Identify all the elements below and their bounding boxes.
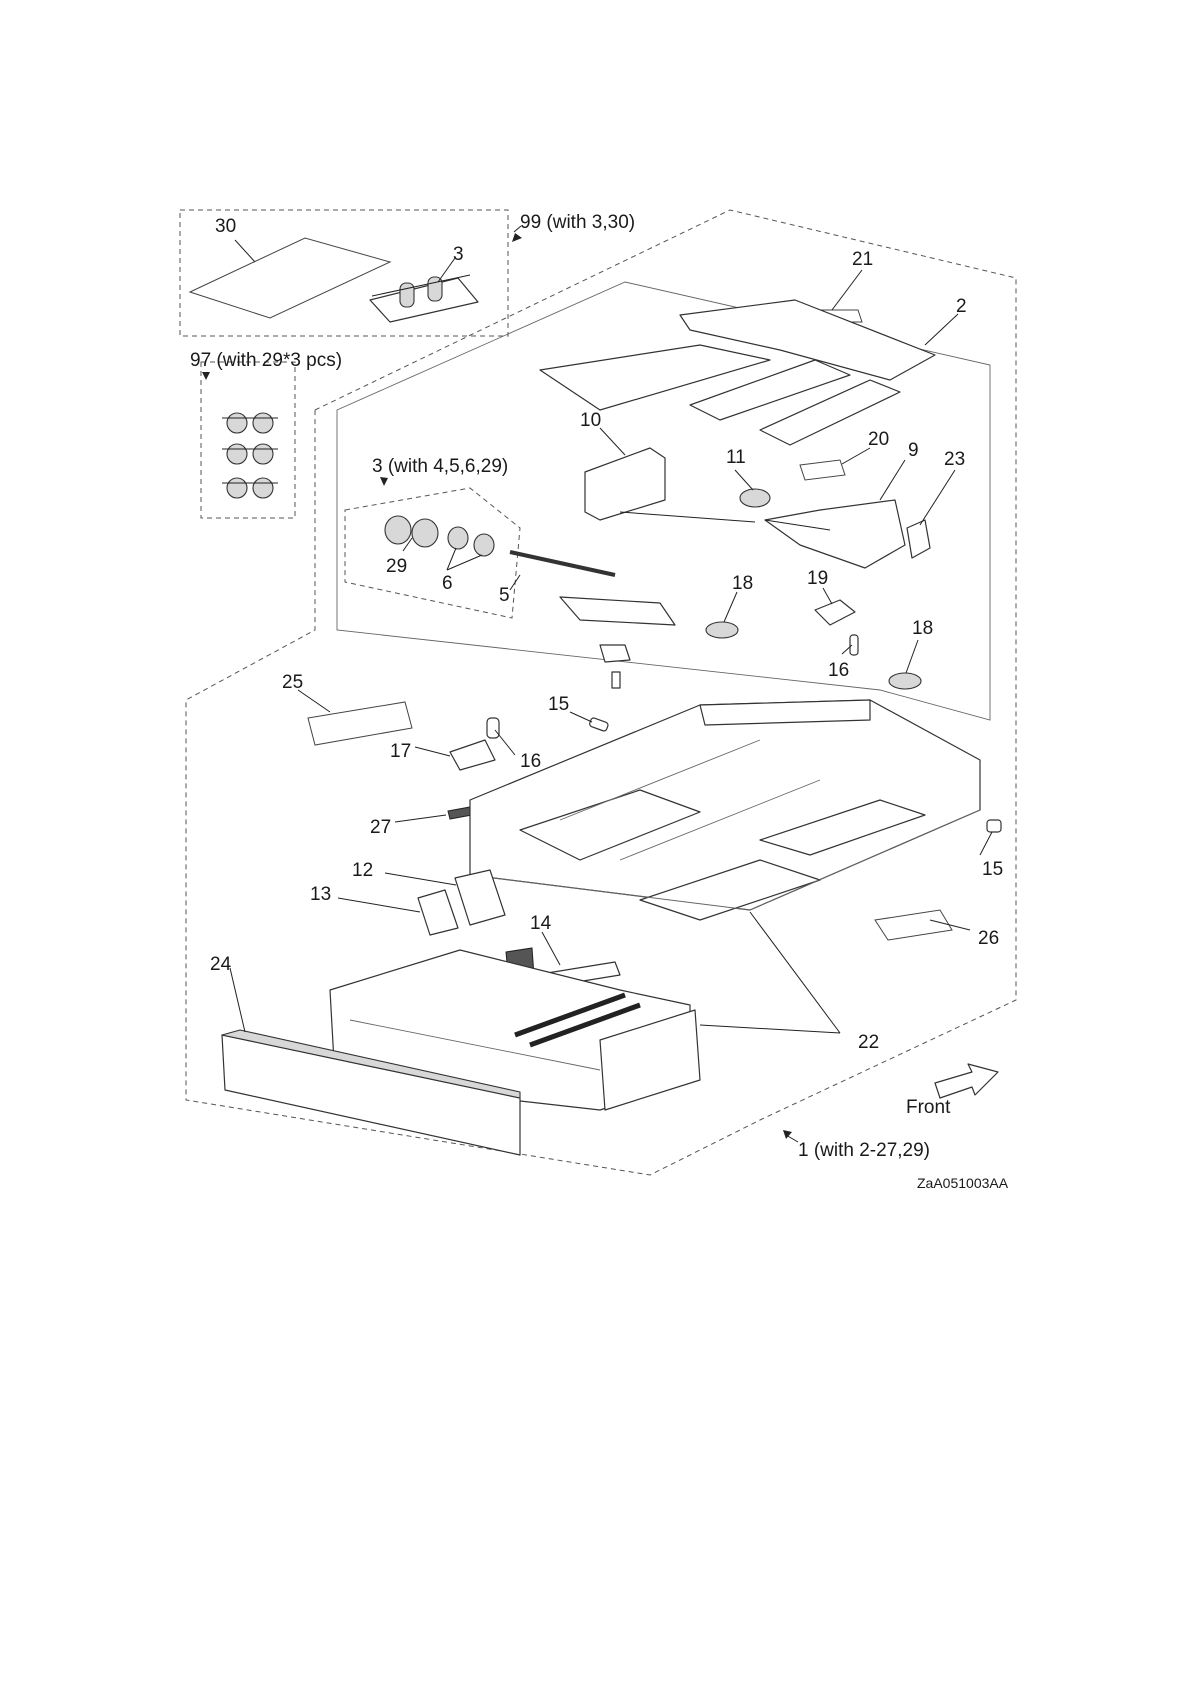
part-97-roller-set bbox=[222, 413, 278, 498]
callout-10: 10 bbox=[580, 410, 601, 431]
callout-17: 17 bbox=[390, 741, 411, 762]
part-spring-small bbox=[612, 672, 620, 688]
callout-16-b: 16 bbox=[520, 751, 541, 772]
part-20-label bbox=[800, 460, 845, 480]
part-29-roller bbox=[385, 516, 438, 547]
callout-24: 24 bbox=[210, 954, 232, 975]
callout-29: 29 bbox=[386, 556, 407, 577]
part-5-shaft bbox=[510, 552, 615, 575]
callout-20: 20 bbox=[868, 429, 889, 450]
kit-97-boundary bbox=[201, 362, 295, 518]
kit-97-arrow-icon bbox=[202, 372, 210, 380]
part-16-shaft-a bbox=[850, 635, 858, 655]
callout-9: 9 bbox=[908, 440, 919, 461]
kit-3-boundary bbox=[345, 488, 520, 618]
part-4-holder bbox=[560, 597, 675, 625]
callout-3-kit: 3 (with 4,5,6,29) bbox=[372, 456, 508, 477]
part-25-label bbox=[308, 702, 412, 745]
callout-18-b: 18 bbox=[912, 618, 933, 639]
callout-15-a: 15 bbox=[548, 694, 569, 715]
part-15-shaft-b bbox=[987, 820, 1001, 832]
callout-13: 13 bbox=[310, 884, 331, 905]
callout-15-b: 15 bbox=[982, 859, 1003, 880]
front-label: Front bbox=[906, 1097, 951, 1118]
part-18-spring-a bbox=[706, 622, 738, 638]
kit-3-arrow-icon bbox=[380, 477, 388, 486]
part-16-shaft-b bbox=[487, 718, 499, 738]
part-13-holder bbox=[418, 890, 458, 935]
part-23-lever bbox=[907, 520, 930, 558]
callout-18-a: 18 bbox=[732, 573, 753, 594]
part-27-pad bbox=[448, 807, 472, 819]
figure-code: ZaA051003AA bbox=[917, 1175, 1009, 1191]
kit-99-arrow-icon bbox=[512, 233, 522, 242]
callout-97: 97 (with 29*3 pcs) bbox=[190, 350, 342, 371]
callout-16-a: 16 bbox=[828, 660, 849, 681]
callout-23: 23 bbox=[944, 449, 965, 470]
part-1-tray-body bbox=[470, 700, 980, 920]
part-26-label bbox=[875, 910, 952, 940]
callout-30: 30 bbox=[215, 216, 236, 237]
part-19-lever bbox=[815, 600, 855, 625]
callout-26: 26 bbox=[978, 928, 999, 949]
callout-1: 1 (with 2-27,29) bbox=[798, 1140, 930, 1161]
callout-27: 27 bbox=[370, 817, 391, 838]
callout-5: 5 bbox=[499, 585, 510, 606]
part-18-spring-b bbox=[889, 673, 921, 689]
callout-22: 22 bbox=[858, 1032, 879, 1053]
callout-25: 25 bbox=[282, 672, 303, 693]
front-arrow-icon bbox=[935, 1064, 998, 1098]
callout-11: 11 bbox=[726, 447, 746, 468]
part-11-gear bbox=[740, 489, 770, 507]
callout-6: 6 bbox=[442, 573, 453, 594]
callout-99: 99 (with 3,30) bbox=[520, 212, 635, 233]
part-30-sheet bbox=[190, 238, 390, 318]
part-3-roller-assembly bbox=[370, 275, 478, 322]
callout-14: 14 bbox=[530, 913, 552, 934]
part-17-lever bbox=[450, 740, 495, 770]
callout-12: 12 bbox=[352, 860, 373, 881]
callout-19: 19 bbox=[807, 568, 828, 589]
callout-2: 2 bbox=[956, 296, 967, 317]
callout-3-top: 3 bbox=[453, 244, 464, 265]
callout-21: 21 bbox=[852, 249, 873, 270]
part-9-side-guide bbox=[765, 500, 905, 568]
part-bracket-small bbox=[600, 645, 630, 662]
part-15-shaft-a bbox=[589, 717, 609, 732]
